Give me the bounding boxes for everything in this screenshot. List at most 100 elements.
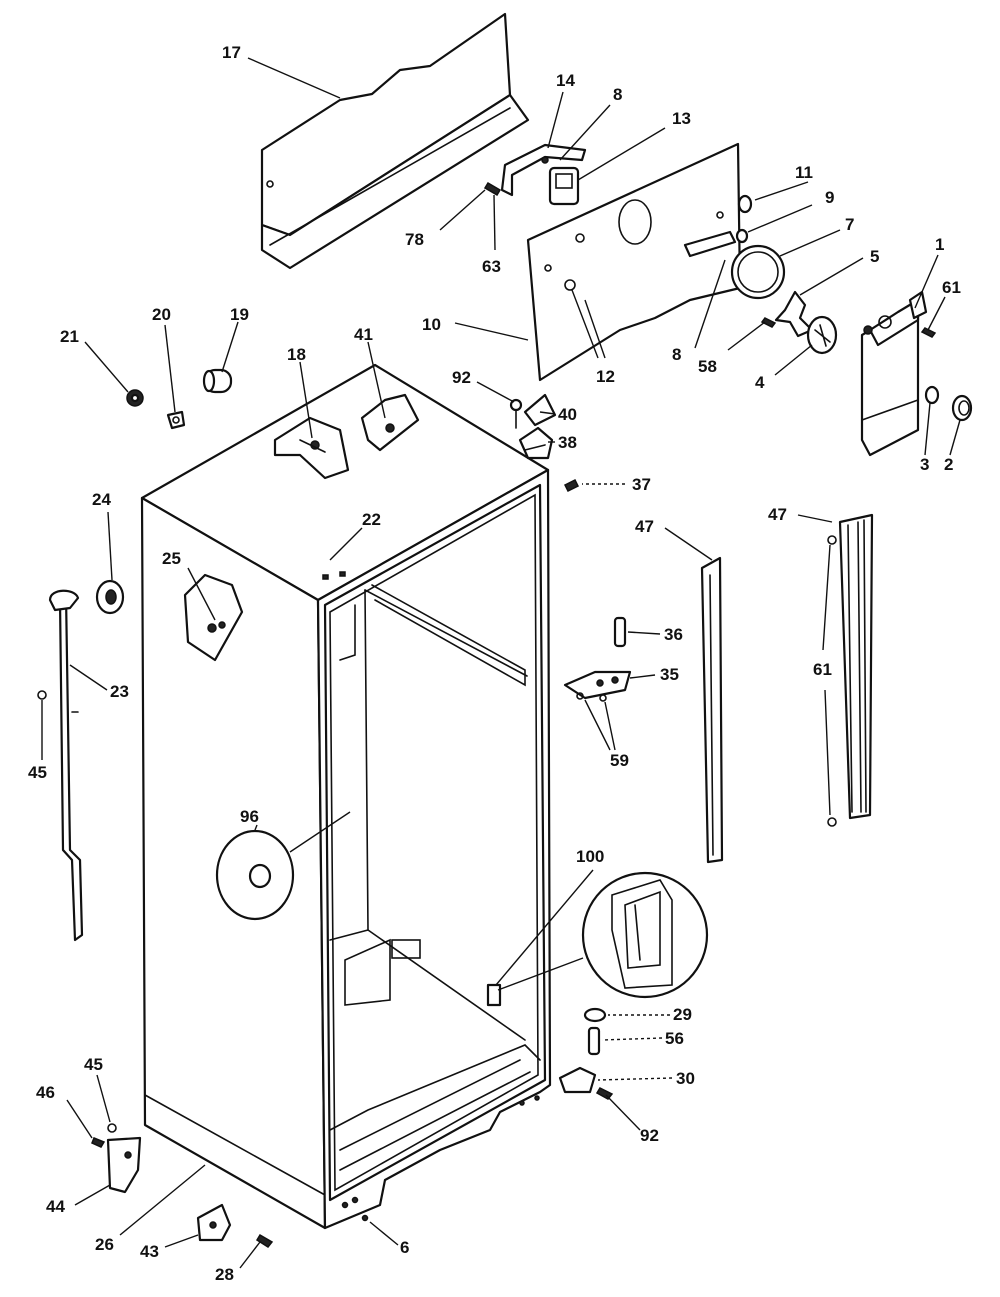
part-92-screw-top xyxy=(509,398,523,429)
label-44: 44 xyxy=(46,1197,65,1216)
label-56: 56 xyxy=(665,1029,684,1048)
part-28-screw xyxy=(255,1233,274,1248)
label-5: 5 xyxy=(870,247,879,266)
label-47-left: 47 xyxy=(635,517,654,536)
label-9: 9 xyxy=(825,188,834,207)
label-40: 40 xyxy=(558,405,577,424)
label-2: 2 xyxy=(944,455,953,474)
part-100-detail xyxy=(486,871,709,1007)
part-1-control-housing xyxy=(860,290,928,457)
part-14-bracket xyxy=(500,143,587,197)
part-41-bracket xyxy=(360,393,420,452)
label-78: 78 xyxy=(405,230,424,249)
part-36-pin xyxy=(613,616,627,648)
label-18: 18 xyxy=(287,345,306,364)
label-61: 61 xyxy=(813,660,832,679)
label-10: 10 xyxy=(422,315,441,334)
cabinet xyxy=(140,363,552,1230)
part-29-washer xyxy=(583,1007,607,1023)
label-21: 21 xyxy=(60,327,79,346)
part-21-knob xyxy=(126,389,144,407)
label-96: 96 xyxy=(240,807,259,826)
label-11: 11 xyxy=(795,163,813,182)
label-14: 14 xyxy=(556,71,575,90)
label-20: 20 xyxy=(152,305,171,324)
label-23: 23 xyxy=(110,682,129,701)
part-labels: 17 14 8 13 78 63 10 12 11 9 7 5 8 58 4 1… xyxy=(28,43,961,1284)
part-40-hinge-cover xyxy=(523,393,557,427)
part-38-hinge xyxy=(518,426,554,460)
label-22: 22 xyxy=(362,510,381,529)
label-19: 19 xyxy=(230,305,249,324)
part-59-screws xyxy=(576,692,607,702)
label-29: 29 xyxy=(673,1005,692,1024)
part-4-fan-motor xyxy=(806,315,838,355)
part-63-screw xyxy=(483,181,502,197)
part-61-gasket xyxy=(827,513,874,827)
part-9-grommet xyxy=(735,228,749,244)
label-6: 6 xyxy=(400,1238,409,1257)
part-13-switch xyxy=(548,166,580,206)
part-47-gasket-strip xyxy=(700,556,724,864)
part-96-disc xyxy=(215,829,295,921)
part-44-hinge-bracket xyxy=(106,1136,142,1194)
label-45-lower: 45 xyxy=(84,1055,103,1074)
part-5-fan-blade xyxy=(774,290,814,338)
label-92-bottom: 92 xyxy=(640,1126,659,1145)
part-45-screw-upper xyxy=(37,690,47,700)
part-30-hinge xyxy=(558,1066,597,1094)
part-35-hinge xyxy=(563,670,632,700)
part-20-nut xyxy=(166,410,186,430)
label-24: 24 xyxy=(92,490,111,509)
part-43-bracket xyxy=(196,1203,232,1242)
label-59: 59 xyxy=(610,751,629,770)
label-25: 25 xyxy=(162,549,181,568)
label-38: 38 xyxy=(558,433,577,452)
part-45-screw-lower xyxy=(107,1123,117,1133)
part-11-grommet xyxy=(737,194,753,214)
part-56-pin xyxy=(587,1026,601,1056)
label-63: 63 xyxy=(482,257,501,276)
part-10-cover-panel xyxy=(526,142,742,382)
label-100: 100 xyxy=(576,847,604,866)
label-12: 12 xyxy=(596,367,615,386)
part-19-cap xyxy=(202,368,233,394)
label-92-top: 92 xyxy=(452,368,471,387)
part-23-hinge-rod xyxy=(48,589,84,942)
label-8-mid: 8 xyxy=(672,345,681,364)
label-58: 58 xyxy=(698,357,717,376)
label-4: 4 xyxy=(755,373,765,392)
label-8-top: 8 xyxy=(613,85,622,104)
part-17-top-cover xyxy=(260,12,530,270)
label-45-upper: 45 xyxy=(28,763,47,782)
label-13: 13 xyxy=(672,109,691,128)
label-7: 7 xyxy=(845,215,854,234)
label-35: 35 xyxy=(660,665,679,684)
part-37-screw xyxy=(563,478,580,493)
label-3: 3 xyxy=(920,455,929,474)
part-81-screw xyxy=(920,327,937,338)
label-43: 43 xyxy=(140,1242,159,1261)
leader-lines xyxy=(41,57,961,1269)
label-36: 36 xyxy=(664,625,683,644)
part-92-screw-bottom xyxy=(595,1087,614,1100)
label-41: 41 xyxy=(354,325,373,344)
label-30: 30 xyxy=(676,1069,695,1088)
label-46: 46 xyxy=(36,1083,55,1102)
part-3-knob-shaft xyxy=(924,385,940,405)
label-17: 17 xyxy=(222,43,241,62)
part-2-knob xyxy=(951,394,973,422)
part-58-screw xyxy=(760,317,777,328)
part-18-bracket xyxy=(273,416,350,480)
label-28: 28 xyxy=(215,1265,234,1284)
part-7-fan-shroud xyxy=(730,244,786,300)
part-24-washer xyxy=(95,579,125,615)
part-46-screw xyxy=(91,1137,106,1148)
label-1: 1 xyxy=(935,235,944,254)
part-8-bracket-clip xyxy=(683,230,737,258)
label-47-right: 47 xyxy=(768,505,787,524)
label-26: 26 xyxy=(95,1235,114,1254)
label-81: 61 xyxy=(942,278,961,297)
